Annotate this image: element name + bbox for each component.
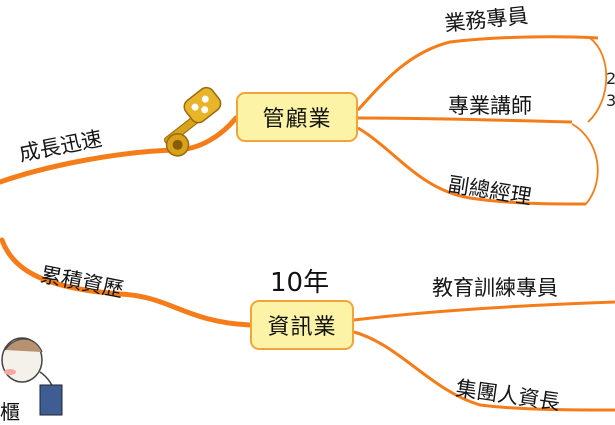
branch-lecturer xyxy=(357,116,573,124)
node-information-industry: 資訊業 xyxy=(250,300,354,350)
branch-training xyxy=(353,300,615,322)
golden-key-icon xyxy=(163,86,222,157)
child-label-lecturer: 專業講師 xyxy=(448,94,532,118)
years-note: 10年 xyxy=(270,268,330,298)
partial-label: 櫃 xyxy=(0,400,20,424)
node-management-consulting: 管顧業 xyxy=(236,92,358,142)
cartoon-person-icon xyxy=(1,337,63,416)
child-label-training: 教育訓練專員 xyxy=(432,276,558,300)
connector-arc-2 xyxy=(571,123,599,205)
branch-hr-head xyxy=(353,330,615,412)
branch-sales xyxy=(356,35,599,112)
trunk-branch xyxy=(0,115,239,185)
trunk-branch-lower xyxy=(0,237,253,328)
connector-arc-1 xyxy=(587,37,608,123)
branch-vp xyxy=(357,126,587,206)
edge-number-3: 3 xyxy=(606,91,615,110)
edge-number-2: 2 xyxy=(606,69,615,88)
